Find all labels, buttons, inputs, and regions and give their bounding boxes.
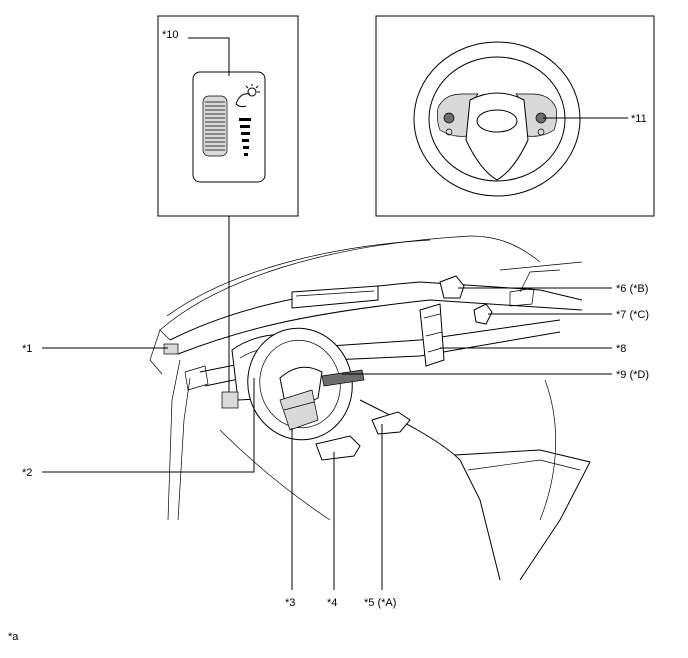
callout-9: *9 (*D) — [616, 369, 649, 381]
inset-steering-wheel: *11 — [375, 15, 655, 217]
level-bars-icon — [239, 118, 251, 156]
callout-2: *2 — [22, 467, 32, 479]
callout-6: *6 (*B) — [616, 283, 648, 295]
callout-10: *10 — [162, 29, 179, 41]
inset-headlight-leveling-switch: *10 — [157, 15, 299, 405]
dashboard-illustration — [149, 235, 591, 581]
callout-leaders — [42, 287, 612, 590]
callout-1: *1 — [22, 343, 32, 355]
callout-3: *3 — [285, 597, 295, 609]
dial-ridges-icon — [205, 101, 225, 151]
callout-4: *4 — [327, 597, 337, 609]
callout-11: *11 — [631, 113, 647, 125]
callout-8: *8 — [616, 343, 626, 355]
headlight-level-icon — [235, 84, 260, 108]
callout-labels: *1 *2 *3 *4 *5 (*A) *6 (*B) *7 (*C) *8 *… — [8, 283, 649, 643]
callout-a: *a — [8, 631, 19, 643]
callout-5: *5 (*A) — [364, 597, 396, 609]
callout-7: *7 (*C) — [616, 309, 649, 321]
